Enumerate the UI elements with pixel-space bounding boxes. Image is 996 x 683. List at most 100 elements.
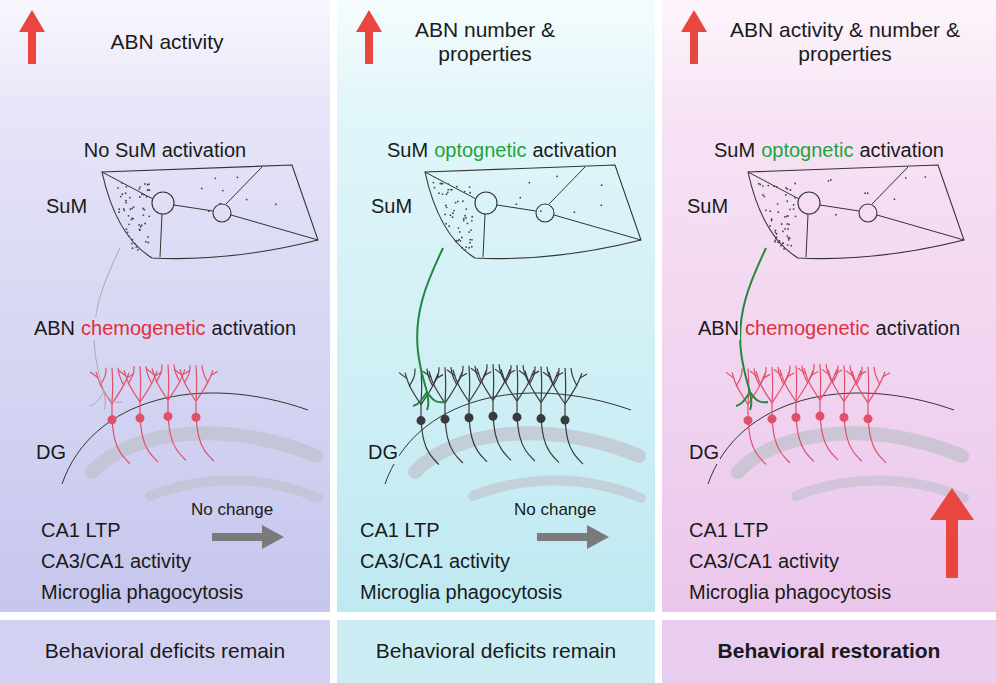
neurite [856,367,862,385]
cell-dot [774,241,776,243]
increase-arrow [930,488,974,578]
neurite [774,370,782,376]
sum-boundary [483,214,485,257]
sum-outline [748,165,964,259]
condition-panel: ABN activityNo SuM activationSuMABNchemo… [0,0,330,612]
cell-dot [117,187,119,189]
neurite [808,364,814,382]
nucleus-circle [859,204,877,222]
condition-text: optognetic [433,139,527,162]
cell-dot [779,240,781,242]
region-label: DG [688,441,720,464]
increase-arrow [356,10,382,64]
soma [489,412,498,421]
cell-dot [275,203,277,205]
neurite [844,370,861,401]
change-note: No change [513,500,597,520]
sum-boundary [174,205,213,211]
cell-dot [786,216,788,218]
neurite [843,365,845,401]
cell-dot [775,237,777,239]
neurite [202,365,208,383]
cell-dot [471,239,473,241]
neurite [796,418,814,462]
sum-boundary [748,172,799,199]
soma [537,414,546,423]
cell-dot [795,215,797,217]
neurite [795,366,797,402]
nucleus-circle [152,192,174,214]
outcome-band: Behavioral restoration [662,620,996,683]
cell-dot [139,229,141,231]
neurite [541,372,558,403]
granule-layer [150,481,318,499]
cell-dot [450,189,452,191]
cell-dot [134,243,136,245]
cell-dot [442,193,444,195]
panel-heading: ABN number & properties [395,18,575,66]
cell-dot [778,242,780,244]
adult-born-neuron [118,366,162,462]
adult-born-neuron [423,367,467,463]
neurite [748,420,766,464]
axon-terminal [104,392,105,410]
cell-dot [131,243,133,245]
cell-dot [864,192,866,194]
sum-boundary [549,167,585,204]
neurite [501,369,517,401]
cell-dot [457,200,459,202]
adult-born-neuron [774,366,818,462]
cell-dot [459,231,461,233]
cell-dot [471,246,473,248]
neurite [168,416,186,460]
neurite [211,371,218,375]
no-change-arrow [212,525,284,549]
neurite [112,420,130,464]
neurite [874,367,880,385]
neurite [475,366,481,384]
cell-dot [132,218,134,220]
neurite [820,416,838,460]
cell-dot [143,209,145,211]
granule-layer [473,481,641,499]
nucleus-circle [536,204,554,222]
neurite [421,421,439,465]
cell-dot [131,218,133,220]
neurite [784,366,790,384]
axon-terminal [90,392,104,406]
cell-dot [128,235,130,237]
cell-dot [776,233,778,235]
cell-dot [140,226,142,228]
neurite [883,373,890,377]
neurite [553,368,559,386]
cell-dot [465,246,467,248]
cell-dot [785,194,787,196]
neurite [822,369,830,375]
neurite [495,369,503,375]
outcome-band: Behavioral deficits remain [337,620,655,683]
adult-born-neuron [90,368,134,464]
panel-heading: ABN activity & number & properties [710,18,980,66]
cell-dot [469,239,471,241]
neurite [516,365,518,401]
cell-dot [469,186,471,188]
outcome-text: Behavioral deficits remain [45,639,285,663]
cell-dot [147,236,149,238]
cell-dot [830,179,832,181]
region-label: Microglia phagocytosis [688,581,892,604]
soma [864,414,873,423]
cell-dot [771,220,773,222]
neurite [529,367,535,385]
neurite [844,417,862,461]
soma [744,416,753,425]
cell-dot [130,208,132,210]
granule-layer [738,433,962,472]
neurite [819,364,821,400]
soma [561,416,570,425]
cell-dot [147,189,149,191]
cell-dot [794,183,796,185]
neurite [868,419,886,463]
soma [465,413,474,422]
neurite [152,368,168,400]
hippocampus-outline [62,393,308,484]
